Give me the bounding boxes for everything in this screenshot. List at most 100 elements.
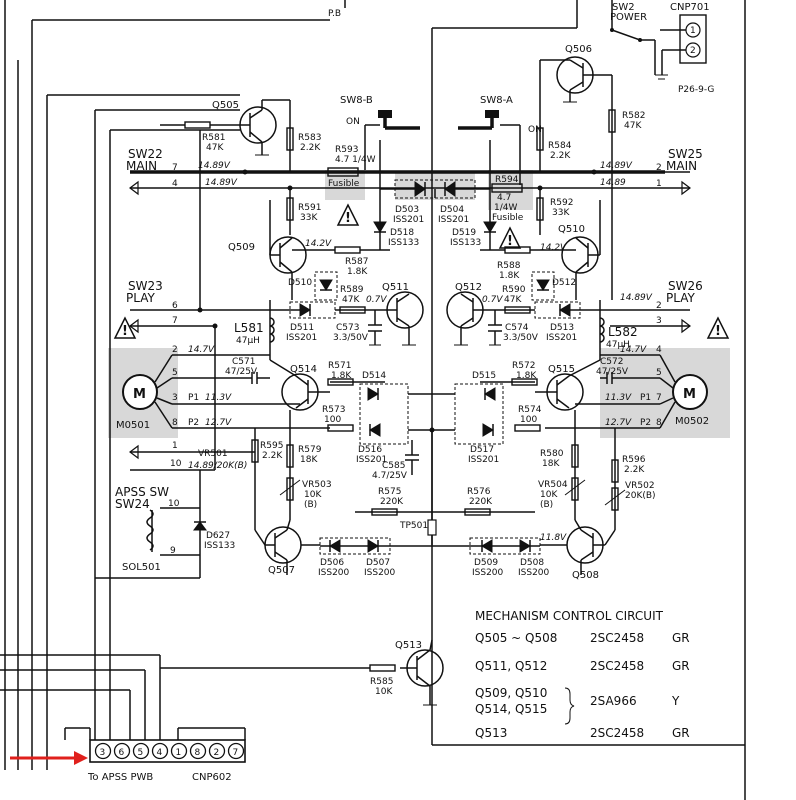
pin-5-ml: 5 xyxy=(172,368,178,378)
d509-label: D509 xyxy=(474,558,498,568)
pin-8-mr: 8 xyxy=(656,418,662,428)
cnp602-pin-circle xyxy=(170,742,188,760)
vr502-value: 20K(B) xyxy=(625,491,656,501)
motor-left-label: M0501 xyxy=(116,420,150,431)
q505-label: Q505 xyxy=(212,100,239,111)
pin-7-mr: 7 xyxy=(656,393,662,403)
r572-value: 1.8K xyxy=(516,371,537,381)
l581-label: L581 xyxy=(234,321,264,335)
r585-value: 10K xyxy=(375,687,393,697)
r580-label: R580 xyxy=(540,449,564,459)
r575-label: R575 xyxy=(378,487,401,497)
r581-label: R581 xyxy=(202,133,225,143)
r593-label: R593 xyxy=(335,145,358,155)
apss-sw-label: APSS SW xyxy=(115,485,169,499)
pin-8-ml: 8 xyxy=(172,418,178,428)
cnp602-pin-circle xyxy=(227,742,245,760)
legend-row3-left: Q509, Q510 xyxy=(475,686,547,700)
pin-4-mr: 4 xyxy=(656,345,662,355)
c571-label: C571 xyxy=(232,357,255,367)
r591-label: R591 xyxy=(298,203,321,213)
q506-label: Q506 xyxy=(565,44,592,55)
d510-label: D510 xyxy=(288,278,312,288)
d507-type: ISS200 xyxy=(364,568,396,578)
cnp602-pin-circle xyxy=(113,742,131,760)
d508-type: ISS200 xyxy=(518,568,550,578)
r592-label: R592 xyxy=(550,198,573,208)
main-right-label: MAIN xyxy=(666,159,697,173)
legend-row4-left: Q513 xyxy=(475,726,507,740)
sw8a-on: ON xyxy=(528,125,542,135)
pin-10-apss: 10 xyxy=(170,459,182,469)
c572-value: 47/25V xyxy=(596,367,629,377)
pin-3-ml: 3 xyxy=(172,393,178,403)
r589-label: R589 xyxy=(340,285,364,295)
r575-r576: R575 220K R576 220K TP501 xyxy=(355,430,535,545)
d518-label: D518 xyxy=(390,228,414,238)
cnp701-connector xyxy=(679,14,707,64)
q511-label: Q511 xyxy=(382,282,409,293)
r571-label: R571 xyxy=(328,361,351,371)
power-label: POWER xyxy=(610,12,647,23)
main-bus: SW22 MAIN SW25 MAIN 7 4 14.89V 14.89V 14… xyxy=(126,147,703,196)
d504-type: ISS201 xyxy=(438,215,469,225)
inductors: L581 47µH L582 47µH xyxy=(234,300,638,360)
d504-label: D504 xyxy=(440,205,464,215)
q513: Q513 R585 10K xyxy=(160,639,444,706)
vr501-label: VR501 xyxy=(198,449,228,459)
legend-row4-part: 2SC2458 xyxy=(590,726,644,740)
r571-value: 1.8K xyxy=(331,371,352,381)
d513-label: D513 xyxy=(550,323,574,333)
q515-label: Q515 xyxy=(548,364,575,375)
vr503-value: 10K xyxy=(304,490,322,500)
bias-resistors: R595 2.2K R596 2.2K R579 18K R580 18K VR… xyxy=(251,410,656,530)
r575-value: 220K xyxy=(380,497,404,507)
d511-type: ISS201 xyxy=(286,333,317,343)
v-147-right: 14.7V xyxy=(620,345,647,355)
cnp602-pin-circle xyxy=(94,742,112,760)
motor-right-m: M xyxy=(683,387,696,402)
svg-text:!: ! xyxy=(345,211,351,226)
v-127-left: 12.7V xyxy=(205,418,232,428)
r579-value: 18K xyxy=(300,455,318,465)
fusible-shade-right xyxy=(488,170,533,210)
p1-right: P1 xyxy=(640,393,651,403)
legend-row2-left: Q511, Q512 xyxy=(475,659,547,673)
vr503-label: VR503 xyxy=(302,480,332,490)
q508-label: Q508 xyxy=(572,570,599,581)
pin-5-mr: 5 xyxy=(656,368,662,378)
red-arrow-icon xyxy=(10,751,88,765)
d627-type: ISS133 xyxy=(204,541,235,551)
vr504-value: 10K xyxy=(540,490,558,500)
cnp602-pin-2: 2 xyxy=(214,748,220,758)
cnp602-pin-circle xyxy=(189,742,207,760)
cnp602-name-label: CNP602 xyxy=(192,772,232,783)
r576-value: 220K xyxy=(469,497,493,507)
c571-c572: C571 47/25V C572 47/25V xyxy=(225,357,629,384)
svg-text:!: ! xyxy=(122,324,128,339)
d506-type: ISS200 xyxy=(318,568,350,578)
d510-d513: D510 D511 ISS201 R589 47K 0.7V D512 D513… xyxy=(286,271,581,343)
legend-row3-part: 2SA966 xyxy=(590,694,637,708)
pin-2-mid: 2 xyxy=(656,301,662,311)
r593-value: 4.7 1/4W xyxy=(335,155,376,165)
r583-value: 2.2K xyxy=(300,143,321,153)
pin-2-ml: 2 xyxy=(172,345,178,355)
pin-7-top: 7 xyxy=(172,163,178,173)
apss-sw: 1 10 VR501 14.89/20K(B) APSS SW SW24 10 … xyxy=(115,441,255,573)
v-113-left: 11.3V xyxy=(205,393,232,403)
r594-fusible: Fusible xyxy=(492,213,524,223)
pin-2-top: 2 xyxy=(656,163,662,173)
l582-label: L582 xyxy=(608,325,638,339)
v-142-left: 14.2V xyxy=(305,239,332,249)
r596-label: R596 xyxy=(622,455,646,465)
r591-r592: R591 33K R592 33K xyxy=(286,188,573,235)
r594-value: 4.7 xyxy=(497,193,511,203)
c585-label: C585 xyxy=(382,461,405,471)
sw8b-label: SW8-B xyxy=(340,95,373,106)
d503-label: D503 xyxy=(395,205,419,215)
vr503-b: (B) xyxy=(304,500,317,510)
pin-10-sol: 10 xyxy=(168,499,180,509)
